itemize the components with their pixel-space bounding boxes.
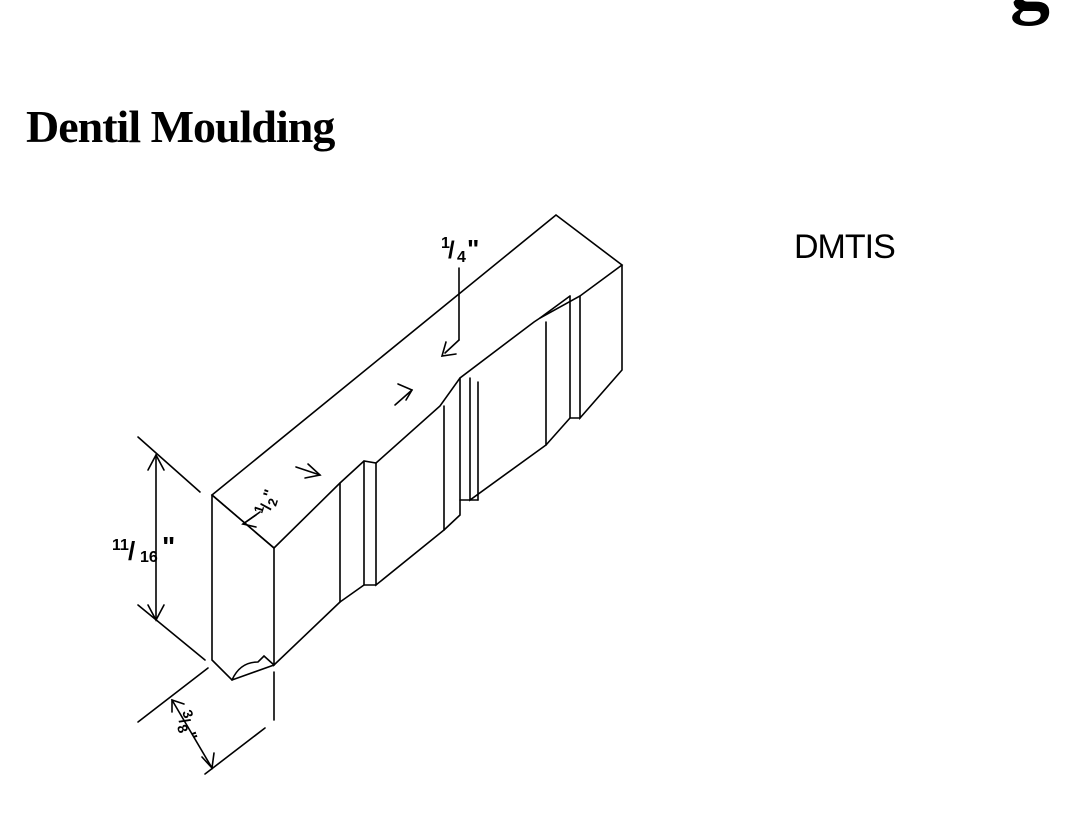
- right-end-inner: [569, 295, 581, 419]
- gap-label-den: 4: [457, 249, 466, 266]
- height-label-mark: ": [162, 531, 175, 562]
- gap-arrow-2-head: [397, 383, 414, 401]
- height-label-den: 16: [140, 549, 158, 566]
- depth-ext-left: [137, 667, 209, 723]
- depth-dimension: [137, 667, 275, 775]
- side-face: [211, 494, 275, 681]
- depth-arrow-bottom: [201, 752, 215, 770]
- page-title: Dentil Moulding: [26, 101, 335, 152]
- tooth-3: [469, 321, 547, 502]
- gap-label-slash: /: [448, 237, 455, 264]
- dimension-labels: 11 / 16 " 1 / 4 " 1 / 2 " 3 / 8 ": [112, 234, 479, 743]
- height-arrow-top: [147, 453, 165, 471]
- gap-2: [443, 377, 461, 531]
- height-label-num: 11: [112, 537, 129, 554]
- gap-1: [339, 460, 365, 604]
- bottom-profile: [231, 654, 275, 681]
- tooth-arrow-right: [295, 466, 321, 476]
- title-fragment: g: [1010, 0, 1050, 22]
- gap-leader-2: [444, 339, 460, 354]
- depth-dim-line: [171, 699, 213, 769]
- product-code: DMTIS: [794, 228, 896, 266]
- height-label-slash: /: [128, 536, 135, 566]
- depth-arrow-top: [171, 698, 185, 713]
- height-ext-top: [137, 436, 201, 493]
- height-ext-bottom: [137, 604, 206, 661]
- gap-arrow-2: [394, 389, 413, 406]
- front-face: [211, 494, 341, 667]
- gap-label-num: 1: [441, 235, 450, 252]
- tooth-label-num: 1: [251, 503, 268, 515]
- moulding-outline: [210, 213, 624, 681]
- gap-label-mark: ": [467, 234, 479, 264]
- height-arrow-bottom: [147, 604, 165, 622]
- gap-3: [545, 417, 571, 446]
- tooth-faces: [339, 321, 571, 604]
- depth-label-slash: /: [175, 716, 193, 727]
- tooth-2: [375, 405, 445, 587]
- right-end: [579, 264, 623, 421]
- tooth-label-den: 2: [264, 496, 281, 508]
- gap-dimension: [394, 267, 460, 406]
- gap-arrow: [440, 341, 457, 357]
- tooth-label-mark: ": [261, 487, 280, 499]
- height-dimension: [137, 436, 206, 661]
- tooth-arrow-left: [242, 511, 261, 525]
- tooth-arrow-right-head: [304, 463, 322, 479]
- tooth-label-slash: /: [258, 502, 276, 512]
- tooth-dimension: [241, 463, 322, 528]
- depth-ext-right: [204, 727, 266, 775]
- right-end-edge: [539, 295, 571, 319]
